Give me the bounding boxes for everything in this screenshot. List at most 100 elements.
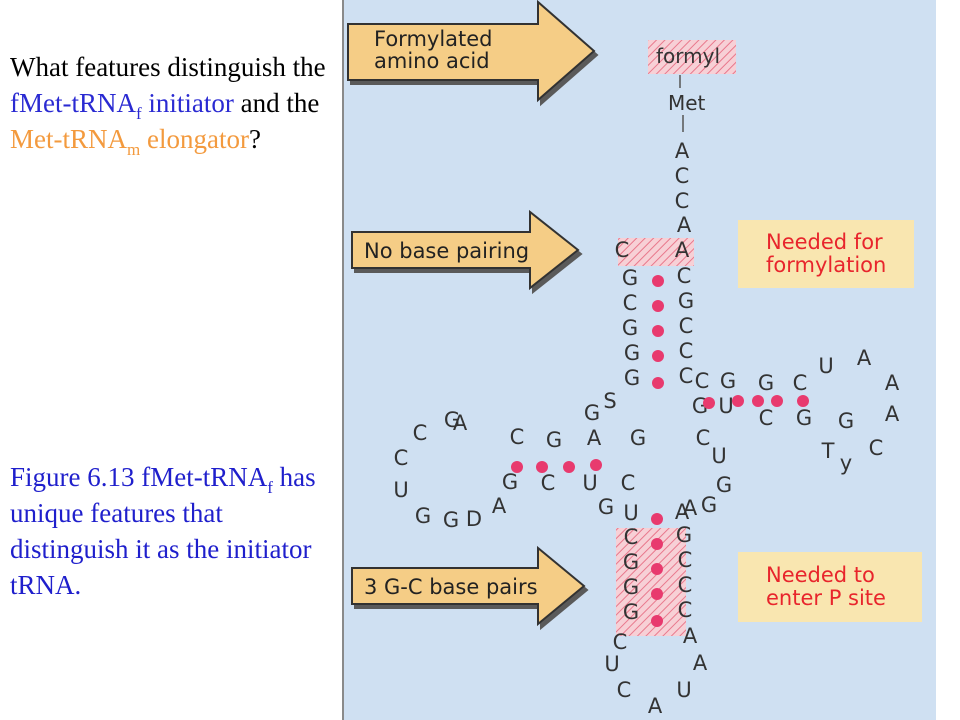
arrow-gc-pairs-label: 3 G-C base pairs	[364, 575, 538, 599]
nucleotide: U	[604, 652, 619, 676]
nucleotide: G	[630, 426, 646, 450]
nucleotide: C	[675, 164, 690, 188]
met-subscript: m	[127, 139, 141, 159]
nucleotide: U	[676, 678, 691, 702]
nucleotide: C	[394, 446, 409, 470]
nucleotide: y	[840, 451, 852, 475]
question-part-2: and the	[233, 87, 320, 118]
base-pair-dot	[651, 538, 663, 550]
nucleotide: G	[720, 369, 736, 393]
met-trna-term: Met-tRNAm elongator	[10, 123, 249, 158]
base-pair-dots	[511, 275, 809, 627]
nucleotide: C	[675, 189, 690, 213]
base-pair-dot	[752, 395, 764, 407]
fmet-trna-term: fMet-tRNAf initiator	[10, 87, 234, 122]
nucleotide: G	[624, 341, 640, 365]
formyl-label: formyl	[656, 44, 720, 68]
nucleotide: A	[885, 371, 900, 395]
box-formylation-line2: formylation	[766, 253, 886, 277]
nucleotide: G	[546, 428, 562, 452]
base-pair-dot	[651, 513, 663, 525]
nucleotide: C	[869, 436, 884, 460]
nucleotide: A	[683, 496, 698, 520]
nucleotide: S	[603, 389, 616, 413]
nucleotide: C	[677, 264, 692, 288]
box-p-site-line1: Needed to	[766, 563, 875, 587]
arrow-formylated-line2: amino acid	[374, 49, 490, 73]
nucleotide: C	[510, 425, 525, 449]
formyl-highlight	[648, 40, 736, 74]
nucleotide: C	[679, 339, 694, 363]
nucleotide: A	[453, 411, 468, 435]
nucleotide: U	[818, 354, 833, 378]
nucleotide: G	[716, 473, 732, 497]
fmet-tail: initiator	[141, 87, 234, 118]
base-pair-dot	[563, 461, 575, 473]
fmet-subscript: f	[135, 103, 142, 123]
nucleotide: T	[821, 439, 835, 463]
nucleotide: G	[678, 289, 694, 313]
base-pair-dot	[797, 395, 809, 407]
nucleotide: A	[857, 346, 872, 370]
base-pair-dot	[652, 350, 664, 362]
unpaired-highlight	[618, 238, 694, 266]
nucleotide: G	[624, 366, 640, 390]
nucleotide: C	[623, 291, 638, 315]
nucleotide: A	[492, 494, 507, 518]
base-pair-dot	[652, 325, 664, 337]
box-formylation: Needed for formylation	[738, 220, 914, 288]
nucleotide: C	[613, 630, 628, 654]
figure-border	[342, 0, 344, 720]
nucleotide: G	[584, 401, 600, 425]
nucleotide: A	[587, 426, 602, 450]
nucleotide: U	[623, 501, 638, 525]
nucleotide: G	[623, 600, 639, 624]
arrow-gc-pairs: 3 G-C base pairs	[351, 545, 586, 627]
met-label: Met	[668, 91, 706, 115]
base-pair-dot	[651, 615, 663, 627]
met-tail: elongator	[140, 123, 249, 154]
figure-caption: Figure 6.13 fMet-tRNAf has unique featur…	[10, 460, 328, 604]
caption-main-2: has unique features that distinguish it …	[10, 462, 316, 600]
arrow-formylated-line1: Formylated	[374, 27, 493, 51]
nucleotide: C	[413, 421, 428, 445]
nucleotide: U	[582, 471, 597, 495]
base-pair-dot	[590, 459, 602, 471]
nucleotide: A	[885, 402, 900, 426]
nucleotide: G	[676, 523, 692, 547]
nucleotide: C	[759, 406, 774, 430]
base-pair-dot	[651, 588, 663, 600]
base-pair-dot	[652, 275, 664, 287]
caption-main-1: Figure 6.13 fMet-tRNA	[10, 462, 268, 492]
base-pair-dot	[771, 395, 783, 407]
nucleotide: C	[615, 238, 630, 262]
nucleotide: G	[622, 266, 638, 290]
box-p-site-line2: enter P site	[766, 586, 886, 610]
nucleotide: G	[623, 550, 639, 574]
nucleotide: U	[718, 394, 733, 418]
nucleotide: G	[415, 504, 431, 528]
nucleotide: A	[675, 238, 690, 262]
fmet-main: fMet-tRNA	[10, 87, 136, 118]
nucleotide: G	[622, 316, 638, 340]
arrow-no-base-pairing: No base pairing	[351, 209, 580, 291]
nucleotide: C	[679, 364, 694, 388]
base-pair-dot	[703, 397, 715, 409]
base-pair-dot	[732, 395, 744, 407]
nucleotide: A	[683, 624, 698, 648]
nucleotide: C	[621, 471, 636, 495]
nucleotide: A	[677, 213, 692, 237]
base-pair-dot	[652, 377, 664, 389]
arrow-formylated: Formylated amino acid	[347, 0, 596, 103]
nucleotide: U	[393, 478, 408, 502]
nucleotide: G	[701, 493, 717, 517]
base-pair-dot	[651, 563, 663, 575]
nucleotide: A	[675, 139, 690, 163]
nucleotide: C	[617, 678, 632, 702]
question-part-1: What features distinguish the	[10, 52, 326, 82]
nucleotide: C	[793, 371, 808, 395]
nucleotide: G	[796, 406, 812, 430]
nucleotide: D	[466, 507, 482, 531]
base-pair-dot	[511, 461, 523, 473]
